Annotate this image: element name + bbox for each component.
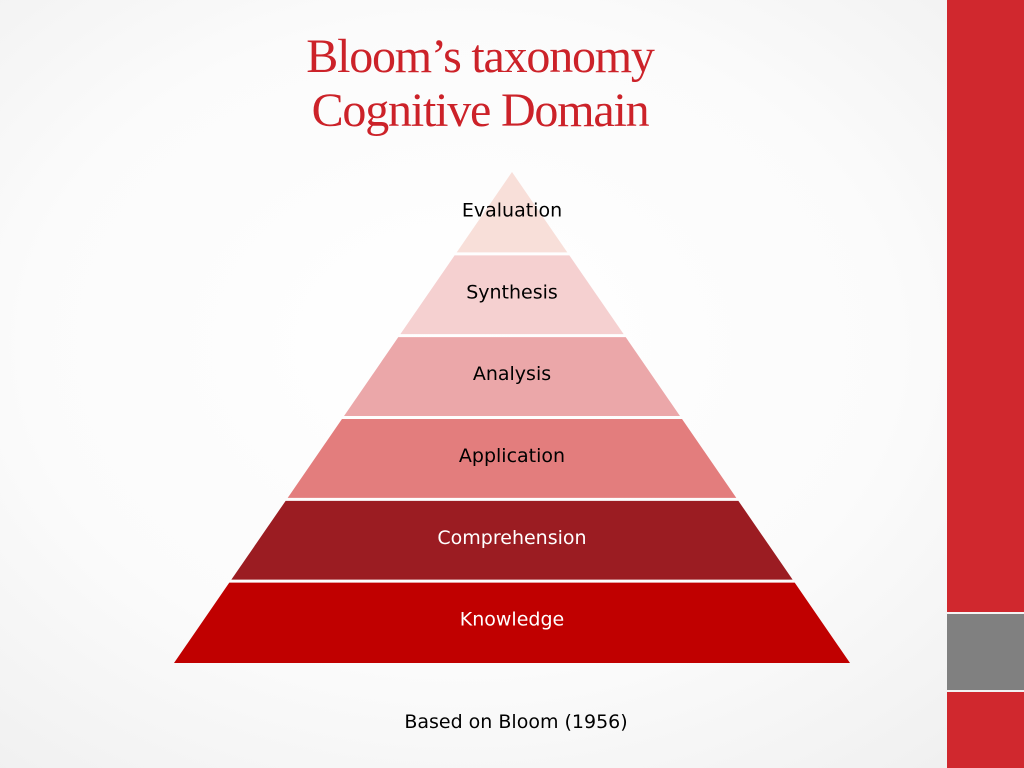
pyramid-label-knowledge: Knowledge xyxy=(460,609,564,631)
title-line-2: Cognitive Domain xyxy=(311,84,650,137)
title-line-1: Bloom’s taxonomy xyxy=(306,30,655,83)
pyramid-label-application: Application xyxy=(459,445,565,467)
pyramid-level-knowledge xyxy=(174,582,850,663)
source-caption: Based on Bloom (1956) xyxy=(404,711,628,733)
pyramid-label-analysis: Analysis xyxy=(473,363,551,385)
slide-title: Bloom’s taxonomy Cognitive Domain xyxy=(130,30,830,138)
pyramid-label-comprehension: Comprehension xyxy=(437,527,586,549)
sidebar-decoration xyxy=(947,0,1024,768)
pyramid-level-analysis xyxy=(344,337,680,416)
pyramid-level-comprehension xyxy=(231,500,793,580)
pyramid-level-application xyxy=(287,419,737,498)
sidebar-red-top xyxy=(947,0,1024,612)
pyramid-level-evaluation xyxy=(456,172,568,253)
sidebar-gray-block xyxy=(947,614,1024,690)
sidebar-red-bottom xyxy=(947,692,1024,768)
pyramid-label-synthesis: Synthesis xyxy=(466,281,558,303)
pyramid-label-evaluation: Evaluation xyxy=(462,199,562,221)
pyramid-level-synthesis xyxy=(400,255,624,335)
